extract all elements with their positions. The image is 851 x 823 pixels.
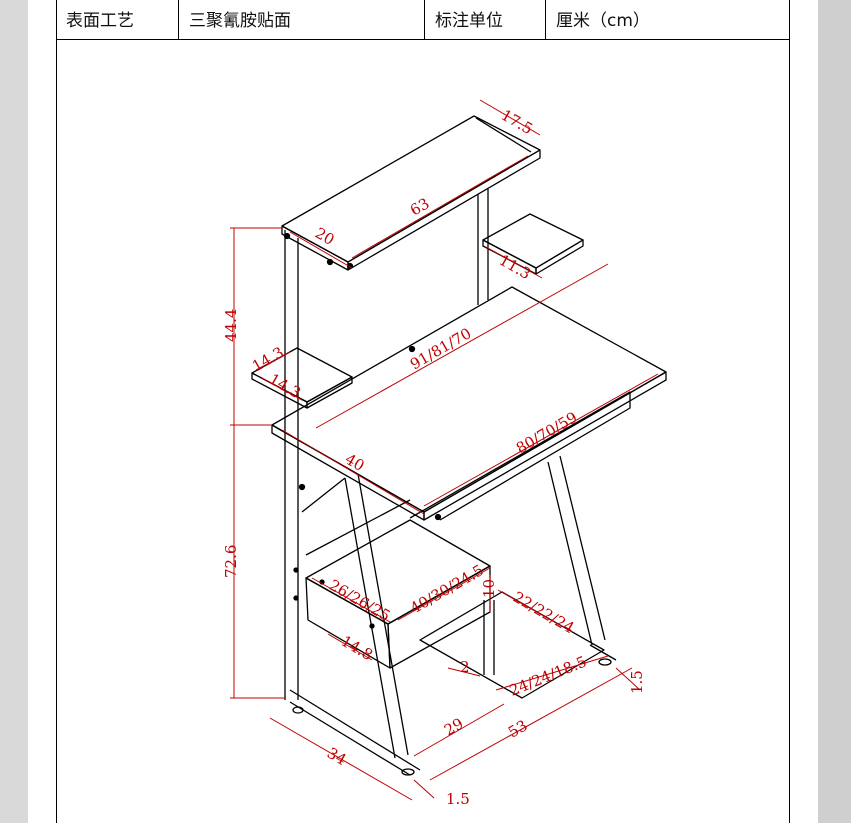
- dim-drawer-side: 26/26/25: [326, 576, 393, 625]
- dim-base-34: 34: [324, 744, 350, 769]
- dim-top-shelf-depth: 17.5: [498, 106, 536, 138]
- dim-bottom-board: 24/24/18.5: [507, 652, 589, 699]
- unit-label: 标注单位: [425, 0, 546, 40]
- dim-leg-front: 1.5: [446, 790, 470, 808]
- dimension-lines: [230, 99, 659, 801]
- dim-side-shelf-right: 11.3: [496, 251, 534, 283]
- dim-base-29: 29: [441, 714, 467, 739]
- furniture-lines: [251, 115, 667, 776]
- spec-table: 表面工艺 三聚氰胺贴面 标注单位 厘米（cm）: [56, 0, 790, 40]
- dim-drawer-front: 40/30/24.5: [407, 561, 487, 617]
- viewer-gutter: [818, 0, 851, 823]
- surface-process-label: 表面工艺: [56, 0, 179, 40]
- surface-process-value: 三聚氰胺贴面: [179, 0, 425, 40]
- dim-base-53: 53: [505, 716, 531, 741]
- dim-desk-front: 80/70/59: [513, 408, 580, 457]
- dim-bottom-shelf: 22/22/24: [510, 588, 577, 637]
- dim-top-shelf-width: 63: [407, 194, 433, 219]
- dim-desk-depth: 40: [342, 450, 368, 475]
- dim-upper-height: 44.4: [222, 309, 240, 342]
- dim-desk-length: 91/81/70: [407, 324, 474, 373]
- dim-total-height: 72.6: [222, 545, 240, 578]
- drawing-sheet-frame: [56, 0, 790, 823]
- dim-foot-gap: 2: [460, 658, 470, 676]
- document-page: [28, 0, 818, 823]
- dim-top-shelf-left: 20: [312, 224, 338, 249]
- dim-drawer-height: 10: [480, 579, 498, 598]
- dim-left-shelf-a: 14.3: [249, 343, 287, 375]
- dim-leg-right: 1.5: [628, 670, 646, 694]
- unit-value: 厘米（cm）: [556, 11, 650, 31]
